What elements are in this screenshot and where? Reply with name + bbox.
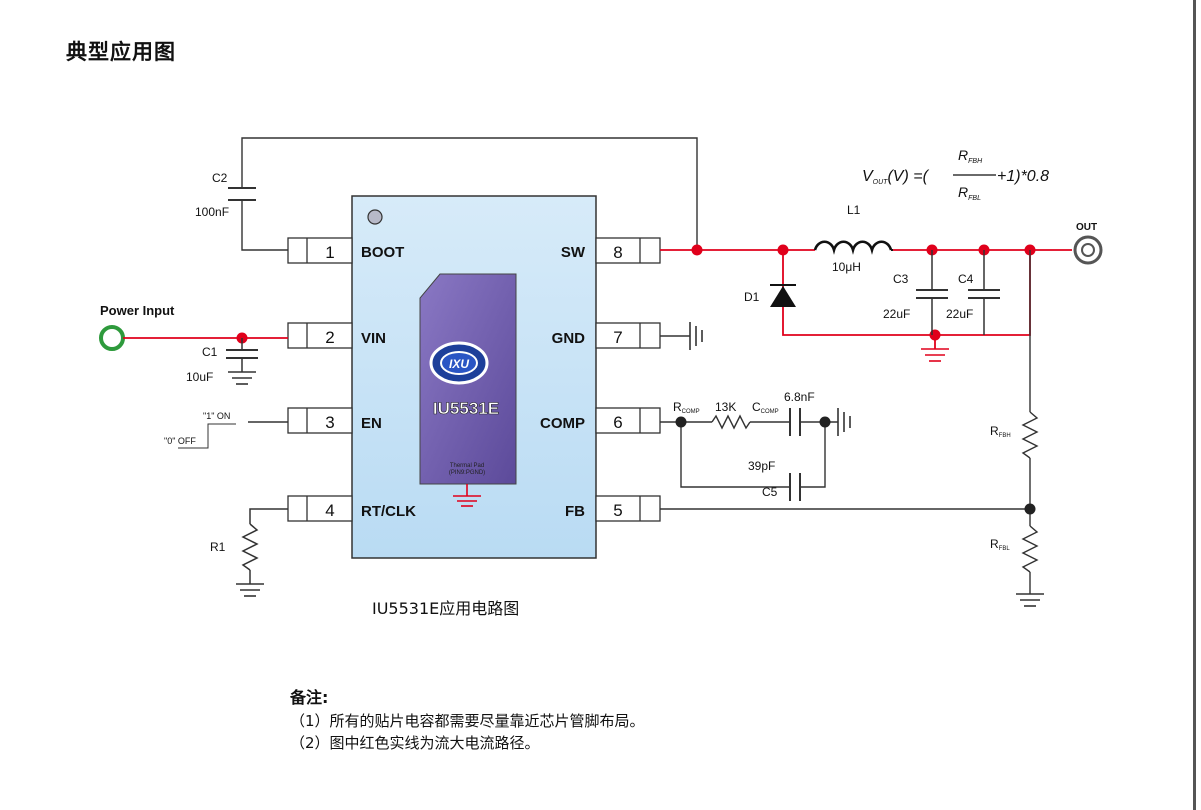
power-input-label: Power Input xyxy=(100,303,175,318)
pin4-name: RT/CLK xyxy=(361,503,416,520)
svg-text:+1)*0.8: +1)*0.8 xyxy=(997,168,1049,185)
rfbl-label: RFBL xyxy=(990,537,1010,552)
l1-name: L1 xyxy=(847,203,861,217)
r1-name: R1 xyxy=(210,540,226,554)
out-label: OUT xyxy=(1076,222,1097,233)
notes-line-2: （2）图中红色实线为流大电流路径。 xyxy=(290,734,540,752)
ccomp-value: 6.8nF xyxy=(784,390,815,404)
thermal-pad-label-1: Thermal Pad xyxy=(450,463,484,469)
pin8-box xyxy=(595,237,661,264)
fb-node xyxy=(1024,503,1036,515)
pin2-number: 2 xyxy=(325,328,334,347)
pin7-name: GND xyxy=(552,330,586,347)
en-logic-levels xyxy=(178,423,236,449)
diagram-caption: IU5531E应用电路图 xyxy=(372,599,519,618)
thermal-pad-ground-icon xyxy=(453,484,481,507)
svg-text:RFBL: RFBL xyxy=(958,184,981,202)
ccomp-capacitor xyxy=(789,408,801,436)
chip-name: IU5531E xyxy=(433,399,499,418)
c5-name: C5 xyxy=(762,485,778,499)
c5-value: 39pF xyxy=(748,459,775,473)
chip-logo: IXU xyxy=(429,341,489,385)
comp-ground-icon xyxy=(837,408,851,436)
c2-capacitor xyxy=(228,187,256,201)
pin4-number: 4 xyxy=(325,501,334,520)
pin7-box xyxy=(595,322,661,349)
power-input-terminal xyxy=(99,325,125,351)
c4-value: 22uF xyxy=(946,307,973,321)
c5-capacitor xyxy=(789,473,801,501)
sw-node-2 xyxy=(777,244,789,256)
rcomp-label: RCOMP xyxy=(673,400,700,415)
pin2-name: VIN xyxy=(361,330,386,347)
pin4-box xyxy=(287,495,353,522)
pin6-box xyxy=(595,407,661,434)
pin3-box xyxy=(287,407,353,434)
pin1-box xyxy=(287,237,353,264)
comp-network-wire xyxy=(660,414,838,488)
svg-text:VOUT(V) =(: VOUT(V) =( xyxy=(862,168,930,186)
en-on-label: "1" ON xyxy=(203,411,230,421)
r1-resistor xyxy=(241,508,288,584)
pin3-number: 3 xyxy=(325,413,334,432)
comp-node xyxy=(675,416,687,428)
sw-high-current-wire xyxy=(660,249,1072,349)
pin8-number: 8 xyxy=(613,243,622,262)
d1-diode xyxy=(770,284,796,307)
pin2-box xyxy=(287,322,353,349)
c1-value: 10uF xyxy=(186,370,213,384)
c1-capacitor xyxy=(226,338,258,372)
svg-text:RFBH: RFBH xyxy=(958,147,983,165)
pin3-name: EN xyxy=(361,415,382,432)
gnd-node xyxy=(929,329,941,341)
l1-inductor xyxy=(813,240,893,255)
pin8-name: SW xyxy=(561,244,586,261)
c3-capacitor xyxy=(916,250,948,335)
rfbh-label: RFBH xyxy=(990,424,1011,439)
ccomp-label: CCOMP xyxy=(752,400,779,415)
pin1-name: BOOT xyxy=(361,244,404,261)
c1-name: C1 xyxy=(202,345,218,359)
pin5-box xyxy=(595,495,661,522)
chip-logo-text: IXU xyxy=(449,357,469,371)
section-title: 典型应用图 xyxy=(66,40,176,64)
en-off-label: "0" OFF xyxy=(164,436,196,446)
c3-value: 22uF xyxy=(883,307,910,321)
boot-wire xyxy=(241,137,698,251)
c4-capacitor xyxy=(968,250,1000,335)
sw-node-1 xyxy=(691,244,703,256)
vout-formula: VOUT(V) =( RFBH RFBL +1)*0.8 xyxy=(862,147,1049,202)
rcomp-value: 13K xyxy=(715,400,736,414)
c4-name: C4 xyxy=(958,272,974,286)
c1-ground-icon xyxy=(228,371,256,385)
pin5-number: 5 xyxy=(613,501,622,520)
feedback-wire xyxy=(660,250,1039,594)
notes-title: 备注: xyxy=(290,688,329,707)
rfbl-ground-icon xyxy=(1016,593,1044,607)
d1-name: D1 xyxy=(744,290,760,304)
pin5-name: FB xyxy=(565,503,585,520)
power-ground-icon xyxy=(921,348,949,362)
comp-gnd-node xyxy=(819,416,831,428)
thermal-pad-label-2: (PIN9:PGND) xyxy=(449,470,485,476)
l1-value: 10μH xyxy=(832,260,861,274)
notes-block: 备注: （1）所有的贴片电容都需要尽量靠近芯片管脚布局。 （2）图中红色实线为流… xyxy=(290,684,645,754)
pin7-number: 7 xyxy=(613,328,622,347)
r1-ground-icon xyxy=(236,583,264,597)
pin6-name: COMP xyxy=(540,415,585,432)
c2-name: C2 xyxy=(212,171,228,185)
notes-line-1: （1）所有的贴片电容都需要尽量靠近芯片管脚布局。 xyxy=(290,712,645,730)
c3-name: C3 xyxy=(893,272,909,286)
pin6-number: 6 xyxy=(613,413,622,432)
c2-value: 100nF xyxy=(195,205,229,219)
pin1-number: 1 xyxy=(325,243,334,262)
gnd-pin-ground-icon xyxy=(689,322,703,350)
pin1-marker xyxy=(367,209,383,225)
